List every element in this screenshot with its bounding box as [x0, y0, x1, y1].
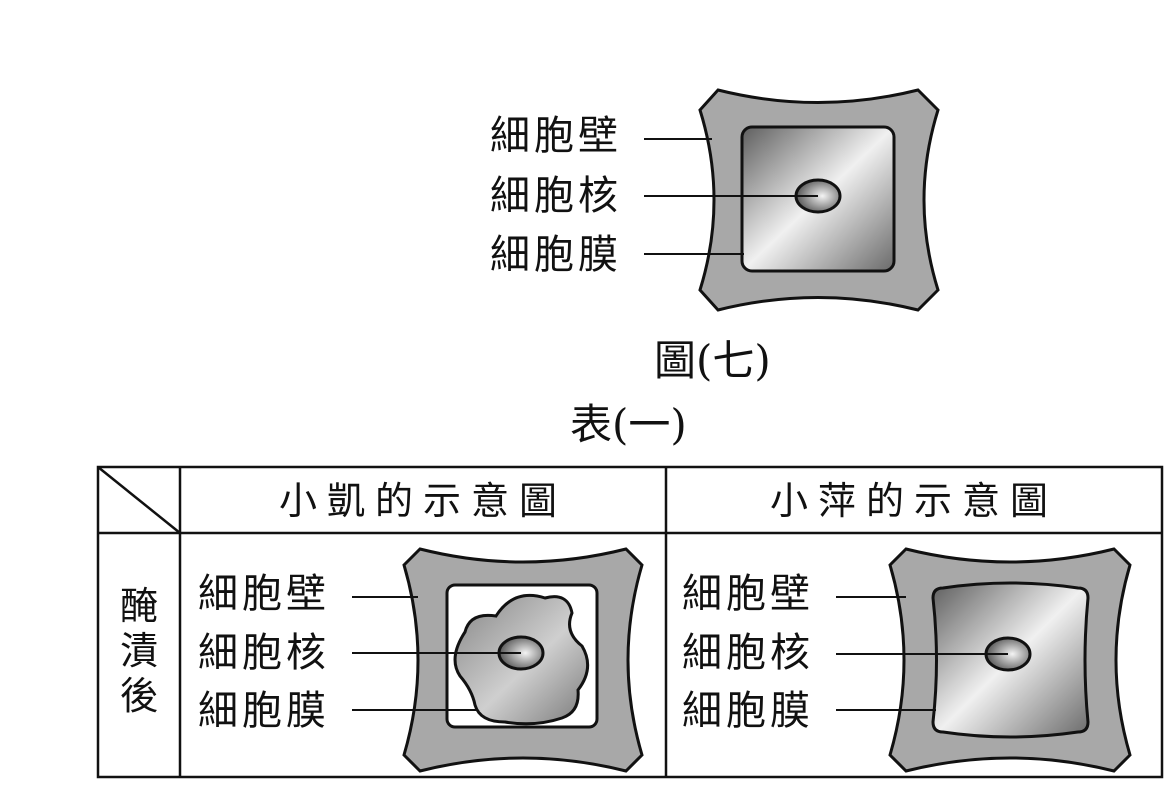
figure7-wall-label: 細胞壁	[490, 113, 622, 159]
figure7-membrane-label: 細胞膜	[490, 232, 622, 278]
xiaoping-membrane-label: 細胞膜	[682, 688, 814, 734]
figure7-nucleus-label: 細胞核	[490, 173, 622, 219]
xiaokai-membrane-label: 細胞膜	[198, 688, 330, 734]
row-header-after-pickling: 醃 漬 後	[117, 584, 161, 718]
xiaoping-nucleus-label: 細胞核	[682, 630, 814, 676]
column-header-xiaokai: 小凱的示意圖	[278, 479, 567, 523]
xiaoping-cell	[836, 547, 1132, 773]
xiaokai-wall-label: 細胞壁	[198, 571, 330, 617]
column-header-xiaoping: 小萍的示意圖	[769, 479, 1058, 523]
xiaokai-cell	[352, 547, 644, 773]
row-header-char: 漬	[119, 628, 158, 673]
row-header-char: 後	[119, 673, 158, 718]
table-corner-diagonal	[97, 466, 181, 534]
figure-caption: 圖(七)	[654, 336, 771, 385]
figure7-cell	[644, 88, 940, 312]
table-grid	[96, 465, 1164, 779]
row-header-char: 醃	[119, 584, 158, 628]
table-caption: 表(一)	[570, 400, 687, 449]
xiaoping-wall-label: 細胞壁	[682, 571, 814, 617]
xiaokai-nucleus-label: 細胞核	[198, 630, 330, 676]
